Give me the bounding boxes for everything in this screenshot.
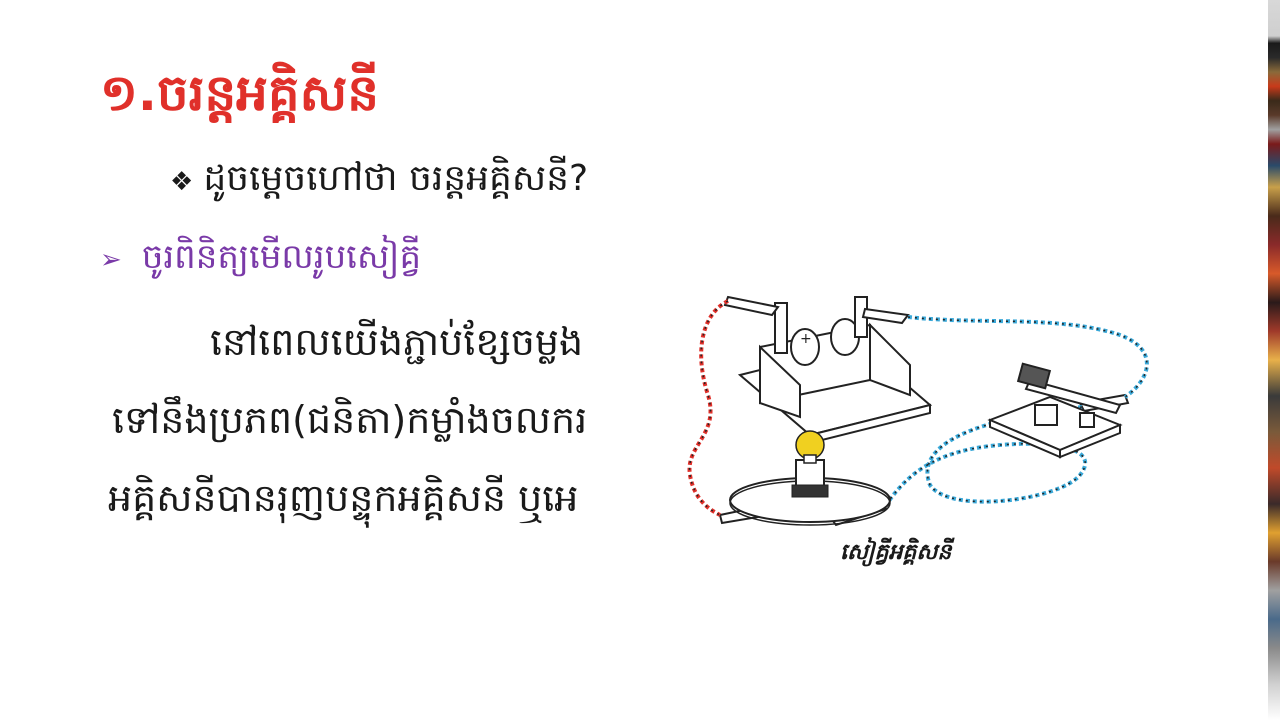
body-line-3: អគ្គិសនីបានរុញបន្ទុកអគ្គិសនី ឬអេ [108, 476, 579, 520]
diamond-bullet-icon: ❖ [170, 167, 194, 197]
figure-caption: សៀគ្វីអគ្គិសនី [840, 540, 952, 565]
arrow-bullet-icon: ➢ [100, 245, 122, 275]
instruction-line: ➢ ចូរពិនិត្យមើលរូបសៀគ្វី [100, 235, 421, 285]
blue-wire-bottom [884, 405, 1088, 507]
switch-icon [987, 362, 1123, 459]
question-text: ដូចម្ដេចហៅថា ចរន្តអគ្គិសនី? [203, 158, 589, 199]
question-line: ❖ ដូចម្ដេចហៅថា ចរន្តអគ្គិសនី? [170, 155, 588, 208]
lamp-icon [729, 430, 891, 526]
slide-title: ១.ចរន្តអគ្គិសនី [100, 64, 380, 122]
svg-text:+: + [800, 331, 812, 347]
instruction-text: ចូរពិនិត្យមើលរូបសៀគ្វី [141, 237, 422, 277]
window-edge-strip [1268, 0, 1280, 720]
body-line-2: ទៅនឹងប្រភព(ជនិតា)កម្លាំងចលករ [112, 398, 588, 442]
body-line-1: នៅពេលយើងភ្ជាប់ខ្សែចម្លង [210, 320, 584, 364]
circuit-diagram: + [687, 295, 1149, 527]
battery-icon: + [737, 296, 933, 445]
red-wire [687, 299, 729, 517]
